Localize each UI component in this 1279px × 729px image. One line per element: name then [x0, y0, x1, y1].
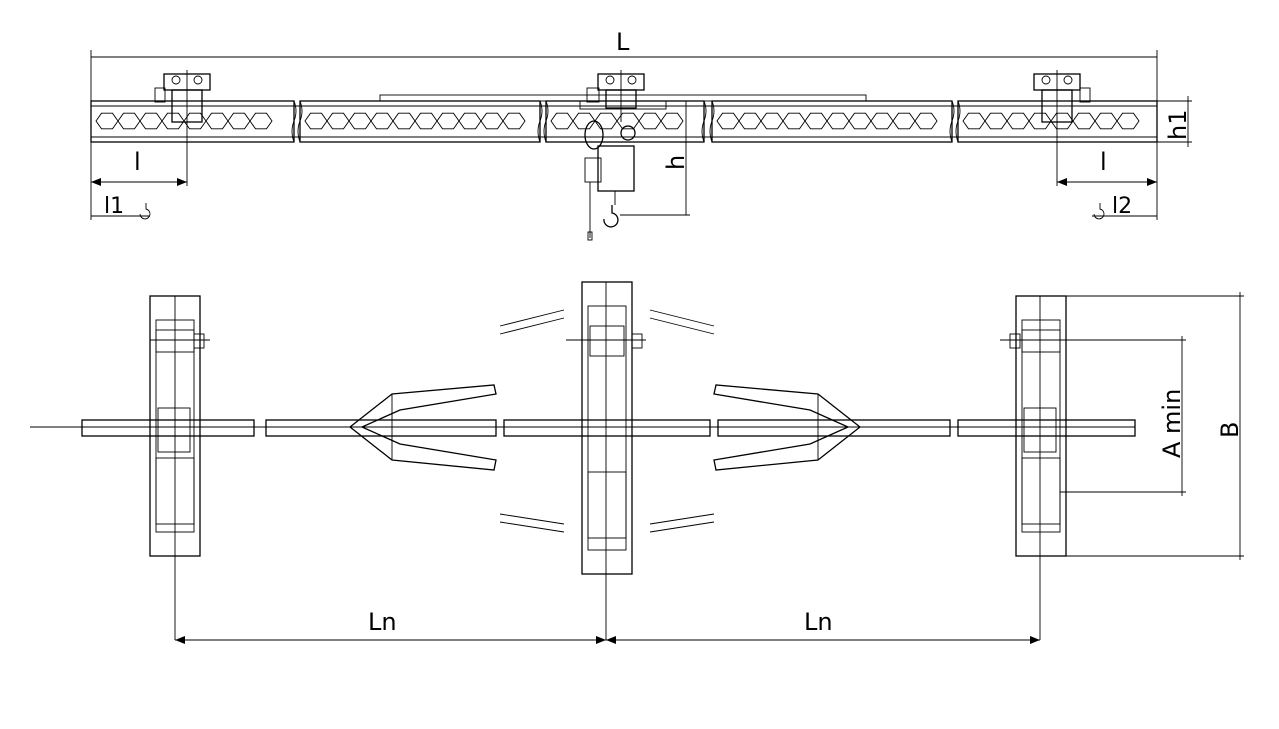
girder-hexagon — [716, 112, 740, 130]
girder-hexagon — [304, 112, 328, 130]
girder-hexagon — [892, 112, 916, 130]
dim-label-right-l: l — [1100, 148, 1107, 176]
girder-hexagon — [161, 112, 185, 130]
girder-hexagon — [117, 112, 141, 130]
girder-segments — [90, 94, 1158, 143]
girder-hexagon — [392, 112, 416, 130]
girder-hexagon — [139, 112, 163, 130]
girder-hexagon — [95, 112, 119, 130]
girder-hexagon — [414, 112, 438, 130]
girder-hexagon — [738, 112, 762, 130]
girder-hexagon — [962, 112, 986, 130]
girder-hexagon — [502, 112, 526, 130]
girder-hexagon — [826, 112, 850, 130]
girder-hexagon — [370, 112, 394, 130]
dim-label-left-l: l — [134, 148, 141, 176]
dim-label-l2: l2 — [1112, 194, 1132, 219]
girder-hexagon — [1050, 112, 1074, 130]
end-carriage-center — [499, 281, 715, 640]
girder-hexagon — [458, 112, 482, 130]
girder-hexagon — [804, 112, 828, 130]
girder-hexagon — [1006, 112, 1030, 130]
girder-hexagon — [550, 112, 574, 130]
end-carriage-left — [149, 295, 210, 640]
hook-symbol-right — [1093, 203, 1105, 220]
girder-hexagon — [436, 112, 460, 130]
girder-hexagon — [205, 112, 229, 130]
girder-hexagon — [1094, 112, 1118, 130]
dim-label-B: B — [1216, 422, 1244, 438]
trolley-left — [154, 70, 211, 123]
girder-hexagon — [760, 112, 784, 130]
end-carriage-right — [1000, 295, 1070, 640]
girder-hexagon — [1028, 112, 1052, 130]
dim-label-h: h — [662, 155, 690, 170]
dim-label-l1: l1 — [104, 194, 124, 219]
girder-hexagon — [183, 112, 207, 130]
girder-hexagon — [1072, 112, 1096, 130]
girder-hexagon — [480, 112, 504, 130]
girder-hexagon — [914, 112, 938, 130]
trolley-center — [579, 70, 667, 122]
girder-hexagon — [227, 112, 251, 130]
girder-hexagon — [572, 112, 596, 130]
girder-hexagon — [249, 112, 273, 130]
dim-label-Ln-right: Ln — [804, 608, 833, 636]
girder-hexagon — [782, 112, 806, 130]
girder-hexagon — [848, 112, 872, 130]
girder-hexagon — [660, 112, 684, 130]
girder-hexagon — [348, 112, 372, 130]
girder-hexagon — [984, 112, 1008, 130]
rail-segments — [81, 419, 1136, 437]
trolley-right — [1033, 70, 1091, 123]
plan-view: B A min Ln Ln — [30, 281, 1244, 644]
dim-label-Ln-left: Ln — [368, 608, 397, 636]
bracing-left — [348, 384, 497, 471]
dim-label-h1: h1 — [1164, 110, 1192, 140]
hook-symbol-left — [139, 203, 151, 220]
girder-hexagon — [638, 112, 662, 130]
girder-hexagon — [870, 112, 894, 130]
girder-hexagon-pattern — [95, 112, 1140, 130]
dim-label-L: L — [616, 28, 630, 56]
bracing-right — [713, 384, 862, 471]
girder-hexagon — [326, 112, 350, 130]
elevation-view: L — [90, 28, 1192, 241]
dim-label-A-min: A min — [1158, 389, 1186, 458]
hoist-assembly — [584, 120, 636, 241]
girder-hexagon — [594, 112, 618, 130]
girder-hexagon — [1116, 112, 1140, 130]
